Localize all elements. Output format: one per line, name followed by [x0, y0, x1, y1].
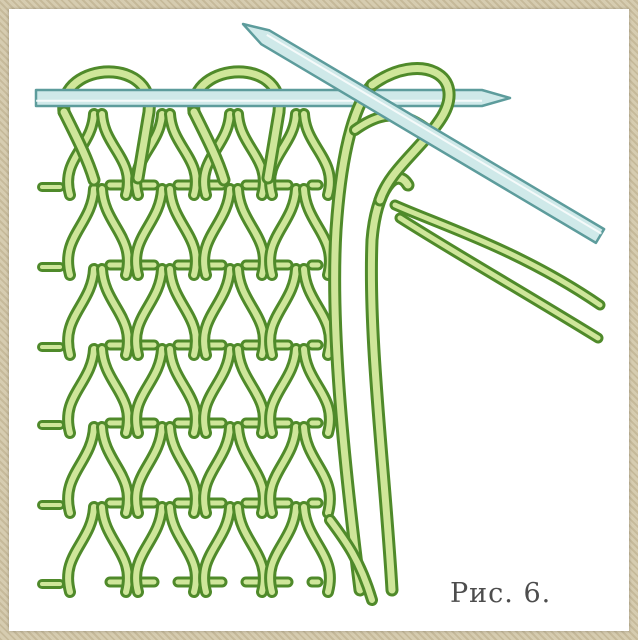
stitch-leg-left-5-0	[68, 507, 94, 592]
knitted-fabric	[42, 72, 330, 592]
left-needle-shaft	[36, 90, 510, 106]
figure-caption: Рис. 6.	[450, 578, 610, 609]
working-strand-b	[371, 178, 408, 590]
stitch-leg-left-3-0	[68, 349, 94, 433]
stitch-leg-left-4-0	[68, 427, 94, 513]
stitch-leg-left-2-0	[68, 269, 94, 355]
working-strand-a	[335, 85, 372, 590]
stitch-leg-left-1-0	[68, 189, 94, 275]
trailing-yarn-2	[400, 218, 598, 338]
left-needle	[36, 90, 510, 106]
